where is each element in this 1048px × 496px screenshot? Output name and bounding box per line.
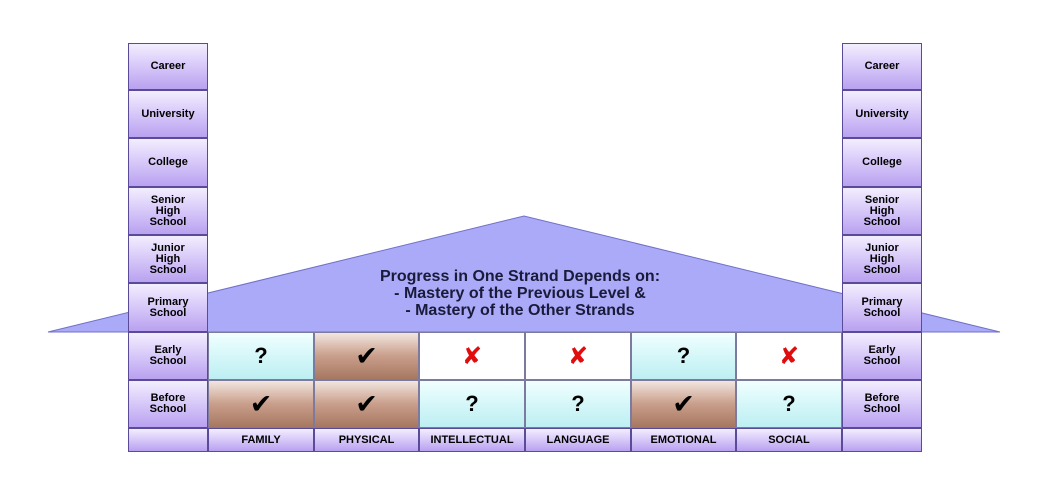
left-level-senior-high-school: Senior High School [128,187,208,235]
left-footer-blank [128,428,208,452]
status-cell-early-school-social: ✘ [736,332,842,380]
status-cell-before-school-emotional: ✔ [631,380,736,428]
right-level-primary-school: Primary School [842,283,922,332]
strand-label-emotional: EMOTIONAL [631,428,736,452]
right-level-career: Career [842,43,922,90]
strand-label-family: FAMILY [208,428,314,452]
strand-label-physical: PHYSICAL [314,428,419,452]
left-level-before-school: Before School [128,380,208,428]
caption-line-1: Progress in One Strand Depends on: [379,268,661,285]
roof-caption: Progress in One Strand Depends on: - Mas… [260,268,780,319]
right-level-university: University [842,90,922,138]
status-cell-before-school-social: ? [736,380,842,428]
status-cell-before-school-intellectual: ? [419,380,525,428]
status-cell-before-school-language: ? [525,380,631,428]
left-level-early-school: Early School [128,332,208,380]
status-cell-early-school-emotional: ? [631,332,736,380]
status-cell-early-school-language: ✘ [525,332,631,380]
right-level-college: College [842,138,922,187]
strand-label-social: SOCIAL [736,428,842,452]
right-footer-blank [842,428,922,452]
left-level-university: University [128,90,208,138]
strand-label-intellectual: INTELLECTUAL [419,428,525,452]
left-level-college: College [128,138,208,187]
caption-line-3: - Mastery of the Other Strands [405,302,635,319]
left-level-career: Career [128,43,208,90]
status-cell-early-school-physical: ✔ [314,332,419,380]
strand-label-language: LANGUAGE [525,428,631,452]
right-level-senior-high-school: Senior High School [842,187,922,235]
status-cell-early-school-intellectual: ✘ [419,332,525,380]
right-level-early-school: Early School [842,332,922,380]
left-level-primary-school: Primary School [128,283,208,332]
right-level-before-school: Before School [842,380,922,428]
left-level-junior-high-school: Junior High School [128,235,208,283]
status-cell-before-school-physical: ✔ [314,380,419,428]
status-cell-early-school-family: ? [208,332,314,380]
status-cell-before-school-family: ✔ [208,380,314,428]
right-level-junior-high-school: Junior High School [842,235,922,283]
caption-line-2: - Mastery of the Previous Level & [394,285,646,302]
